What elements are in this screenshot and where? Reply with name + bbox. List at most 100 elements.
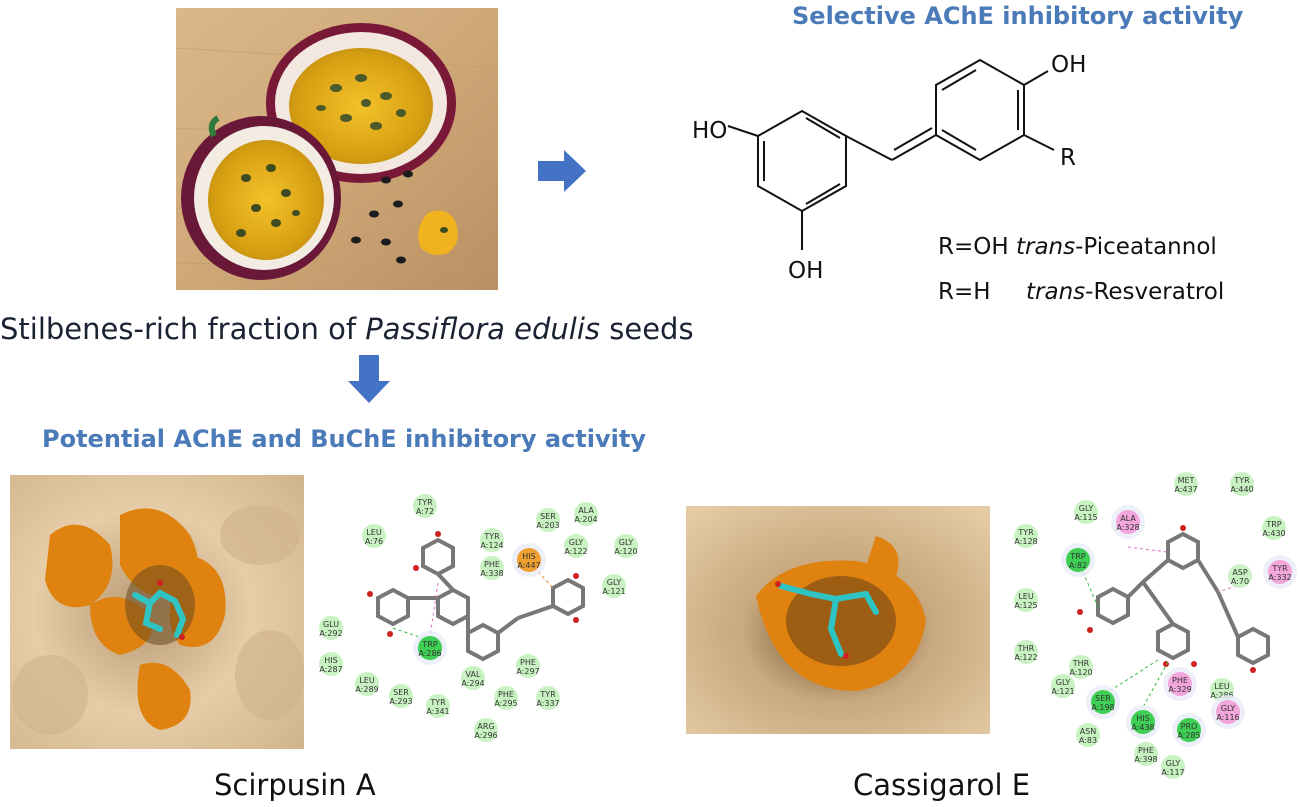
residue-name: TYR — [1017, 528, 1034, 537]
docking-surface-cassigarol — [686, 506, 990, 734]
residue-number: A:120 — [1069, 668, 1092, 677]
residue-number: A:82 — [1069, 561, 1087, 570]
residue-name: THR — [1072, 659, 1090, 668]
variant-piceatannol: R=OH trans-Piceatannol — [938, 234, 1217, 260]
residue-name: TYR — [1233, 476, 1250, 485]
residue-number: A:125 — [1014, 601, 1037, 610]
residue-name: TYR — [539, 690, 556, 699]
residue-number: A:398 — [1134, 755, 1157, 764]
residue-number: A:337 — [536, 699, 559, 708]
residue-name: ASN — [1080, 727, 1097, 736]
selective-heading: Selective AChE inhibitory activity — [792, 2, 1244, 30]
residue-number: A:297 — [516, 667, 539, 676]
species-name: Passiflora edulis — [365, 312, 601, 346]
residue-name: GLY — [619, 538, 634, 547]
variant-name: -Piceatannol — [1075, 234, 1217, 260]
potential-heading: Potential AChE and BuChE inhibitory acti… — [42, 425, 646, 453]
residue-name: GLU — [323, 620, 339, 629]
residue-number: A:121 — [602, 587, 625, 596]
residue-number: A:332 — [1268, 573, 1291, 582]
residue-name: THR — [1017, 644, 1035, 653]
residue-number: A:122 — [1014, 653, 1037, 662]
residue-number: A:294 — [461, 679, 484, 688]
residue-name: PHE — [498, 690, 514, 699]
residue-number: A:286 — [418, 649, 441, 658]
residue-number: A:120 — [614, 547, 637, 556]
residue-name: LEU — [1214, 682, 1230, 691]
source-caption-after: seeds — [600, 312, 694, 346]
r-group-label: R — [1060, 145, 1076, 171]
residue-name: SER — [393, 688, 409, 697]
residue-number: A:70 — [1231, 577, 1249, 586]
residue-number: A:124 — [480, 541, 503, 550]
residue-number: A:117 — [1161, 768, 1184, 777]
variant-name: -Resveratrol — [1085, 279, 1225, 305]
ho-left-label: HO — [692, 118, 728, 144]
residue-name: VAL — [466, 670, 481, 679]
interaction-diagram-scirpusin: TYRA:72LEUA:76SERA:203ALAA:204HISA:447GL… — [319, 494, 638, 742]
variant-r: R=H — [938, 279, 991, 305]
residue-name: GLY — [1166, 759, 1181, 768]
variant-r: R=OH — [938, 234, 1009, 260]
residue-number: A:296 — [474, 731, 497, 740]
residue-number: A:293 — [389, 697, 412, 706]
residue-name: PHE — [1138, 746, 1154, 755]
residue-number: A:287 — [319, 665, 342, 674]
residue-number: A:198 — [1091, 703, 1114, 712]
residue-name: PHE — [520, 658, 536, 667]
residue-number: A:83 — [1079, 736, 1097, 745]
residue-number: A:203 — [536, 521, 559, 530]
source-caption: Stilbenes-rich fraction of Passiflora ed… — [0, 312, 694, 346]
residue-number: A:292 — [319, 629, 342, 638]
residue-name: TYR — [416, 498, 433, 507]
residue-number: A:341 — [426, 707, 449, 716]
residue-number: A:338 — [480, 569, 503, 578]
residue-name: MET — [1178, 476, 1195, 485]
stilbene-structure — [727, 58, 1055, 250]
variant-prefix: trans — [1015, 234, 1076, 260]
residue-number: A:128 — [1014, 537, 1037, 546]
residue-number: A:447 — [517, 561, 540, 570]
residue-number: A:437 — [1174, 485, 1197, 494]
residue-name: SER — [540, 512, 556, 521]
residue-name: TYR — [1271, 564, 1288, 573]
residue-name: PRO — [1181, 722, 1198, 731]
residue-number: A:329 — [1168, 685, 1191, 694]
residue-name: SER — [1095, 694, 1111, 703]
residue-number: A:440 — [1230, 485, 1253, 494]
source-caption-before: Stilbenes-rich fraction of — [0, 312, 366, 346]
residue-number: A:328 — [1116, 523, 1139, 532]
residue-name: ASP — [1232, 568, 1248, 577]
residue-number: A:286 — [1210, 691, 1233, 700]
oh-bottom-label: OH — [788, 258, 824, 284]
residue-name: TYR — [429, 698, 446, 707]
residue-name: ARG — [477, 722, 494, 731]
residue-number: A:72 — [416, 507, 434, 516]
residue-name: ALA — [1120, 514, 1136, 523]
residue-name: ALA — [578, 506, 594, 515]
